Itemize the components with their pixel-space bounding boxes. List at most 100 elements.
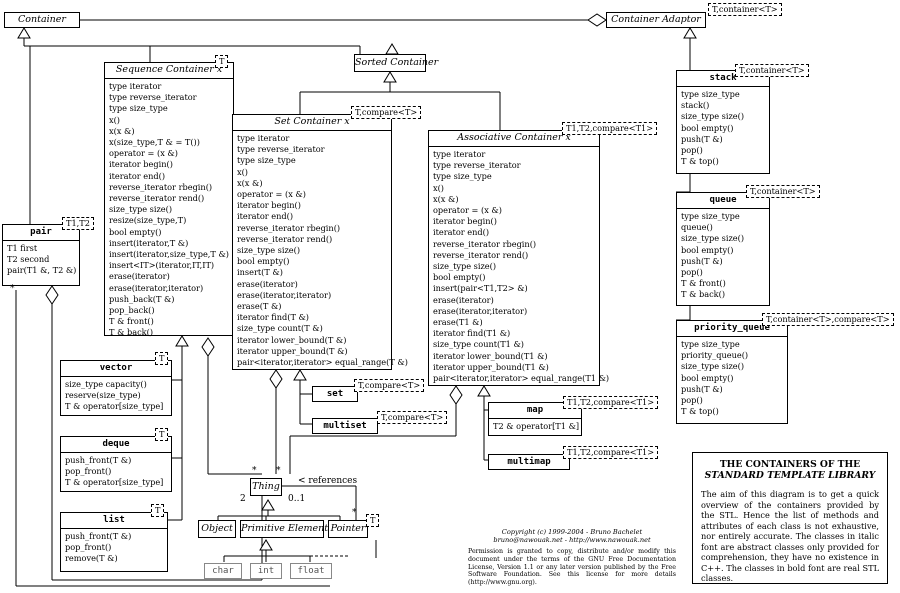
member-item: push(T &) — [681, 255, 723, 266]
pointer-star: * — [352, 508, 357, 518]
member-item: reserve(size_type) — [65, 390, 141, 401]
container-adaptor-param: T,container<T> — [708, 3, 782, 16]
member-item: iterator begin() — [237, 200, 301, 211]
member-item: T & top() — [681, 406, 719, 417]
member-item: T1 first — [7, 243, 38, 253]
member-item: insert(iterator,size_type,T &) — [109, 249, 229, 260]
member-item: type size_type — [237, 155, 296, 166]
member-item: erase(iterator) — [109, 271, 170, 282]
thing-star-left: * — [252, 466, 257, 476]
deque-members: push_front(T &)pop_front()T & operator[s… — [61, 453, 171, 491]
legend-text: The aim of this diagram is to get a quic… — [701, 489, 879, 583]
deque-class: deque push_front(T &)pop_front()T & oper… — [60, 436, 172, 492]
pair-star: * — [10, 284, 15, 294]
member-item: T & back() — [109, 327, 154, 338]
member-item: insert(pair<T1,T2> &) — [433, 283, 528, 294]
member-item: size_type size() — [433, 261, 497, 272]
member-item: remove(T &) — [65, 553, 118, 564]
member-item: iterator end() — [109, 170, 166, 181]
member-item: push_front(T &) — [65, 455, 132, 465]
stack-param: T,container<T> — [735, 64, 809, 77]
member-item: x() — [109, 114, 121, 125]
multimap-param: T1,T2,compare<T1> — [563, 446, 659, 459]
deque-title: deque — [61, 437, 171, 453]
member-item: reverse_iterator rend() — [109, 193, 205, 204]
member-item: x() — [237, 166, 249, 177]
member-item: T & front() — [681, 278, 726, 289]
member-item: T & operator[size_type] — [65, 401, 164, 412]
map-title: map — [489, 403, 581, 419]
member-item: pop() — [681, 267, 703, 278]
set-param: T,compare<T> — [354, 379, 425, 392]
member-item: pop() — [681, 395, 703, 406]
member-item: x() — [433, 182, 445, 193]
multiset-param: T,compare<T> — [377, 411, 448, 424]
member-item: size_type size() — [109, 204, 173, 215]
priority-queue-param: T,container<T>,compare<T> — [762, 313, 894, 326]
priority-queue-title: priority_queue — [677, 321, 787, 337]
member-item: operator = (x &) — [109, 148, 178, 159]
permission-text: Permission is granted to copy, distribut… — [468, 548, 676, 587]
list-title: list — [61, 513, 167, 529]
member-item: push(T &) — [681, 133, 723, 144]
primitive-element-class: Primitive Element — [240, 520, 328, 538]
member-item: erase(T1 &) — [433, 317, 483, 328]
member-item: size_type size() — [237, 245, 301, 256]
member-item: size_type count(T1 &) — [433, 339, 524, 350]
set-title: set — [326, 389, 344, 399]
thing-mult-right: 0..1 — [288, 494, 306, 504]
vector-class: vector size_type capacity()reserve(size_… — [60, 360, 172, 416]
member-item: type iterator — [433, 149, 486, 159]
member-item: type reverse_iterator — [433, 160, 521, 171]
member-item: erase(iterator) — [433, 294, 494, 305]
member-item: pop_back() — [109, 305, 155, 316]
member-item: insert<IT>(iterator,IT,IT) — [109, 260, 215, 271]
member-item: insert(iterator,T &) — [109, 237, 189, 248]
float-type: float — [290, 563, 332, 579]
container-title: Container — [18, 14, 66, 25]
char-type: char — [204, 563, 242, 579]
member-item: x(x &) — [109, 125, 135, 136]
legend-title-part1: THE CONTAINERS OF THE — [719, 459, 861, 470]
container-adaptor-class: Container Adaptor — [606, 12, 706, 28]
member-item: pair<iterator,iterator> equal_range(T1 &… — [433, 373, 610, 384]
queue-param: T,container<T> — [746, 185, 820, 198]
map-param: T1,T2,compare<T1> — [563, 396, 659, 409]
sorted-container-class: Sorted Container — [354, 54, 438, 72]
member-item: iterator upper_bound(T &) — [237, 345, 348, 356]
legend-title: THE CONTAINERS OF THE STANDARD TEMPLATE … — [701, 459, 879, 481]
multimap-class: multimap — [488, 454, 570, 470]
pointer-title: Pointer — [330, 523, 366, 534]
member-item: bool empty() — [681, 244, 734, 255]
member-item: reverse_iterator rbegin() — [433, 238, 537, 249]
member-item: iterator end() — [433, 227, 490, 238]
member-item: type reverse_iterator — [109, 92, 197, 103]
member-item: x(x &) — [237, 177, 263, 188]
member-item: iterator begin() — [109, 159, 173, 170]
member-item: T & front() — [109, 316, 154, 327]
multiset-title: multiset — [323, 421, 367, 431]
list-members: push_front(T &)pop_front()remove(T &) — [61, 529, 167, 567]
member-item: pop() — [681, 145, 703, 156]
member-item: push(T &) — [681, 383, 723, 394]
int-type: int — [250, 563, 282, 579]
associative-container-title: Associative Container x — [429, 131, 599, 147]
member-item: x(x &) — [433, 193, 459, 204]
list-param: T — [151, 504, 165, 517]
pair-param: T1,T2 — [62, 217, 94, 230]
member-item: push_back(T &) — [109, 293, 175, 304]
member-item: pop_front() — [65, 542, 112, 553]
thing-title: Thing — [252, 481, 280, 492]
sequence-container-title: Sequence Container x — [105, 63, 233, 79]
thing-mult-left: 2 — [240, 494, 246, 504]
member-item: pair<iterator,iterator> equal_range(T &) — [237, 357, 408, 368]
member-item: insert(T &) — [237, 267, 283, 278]
